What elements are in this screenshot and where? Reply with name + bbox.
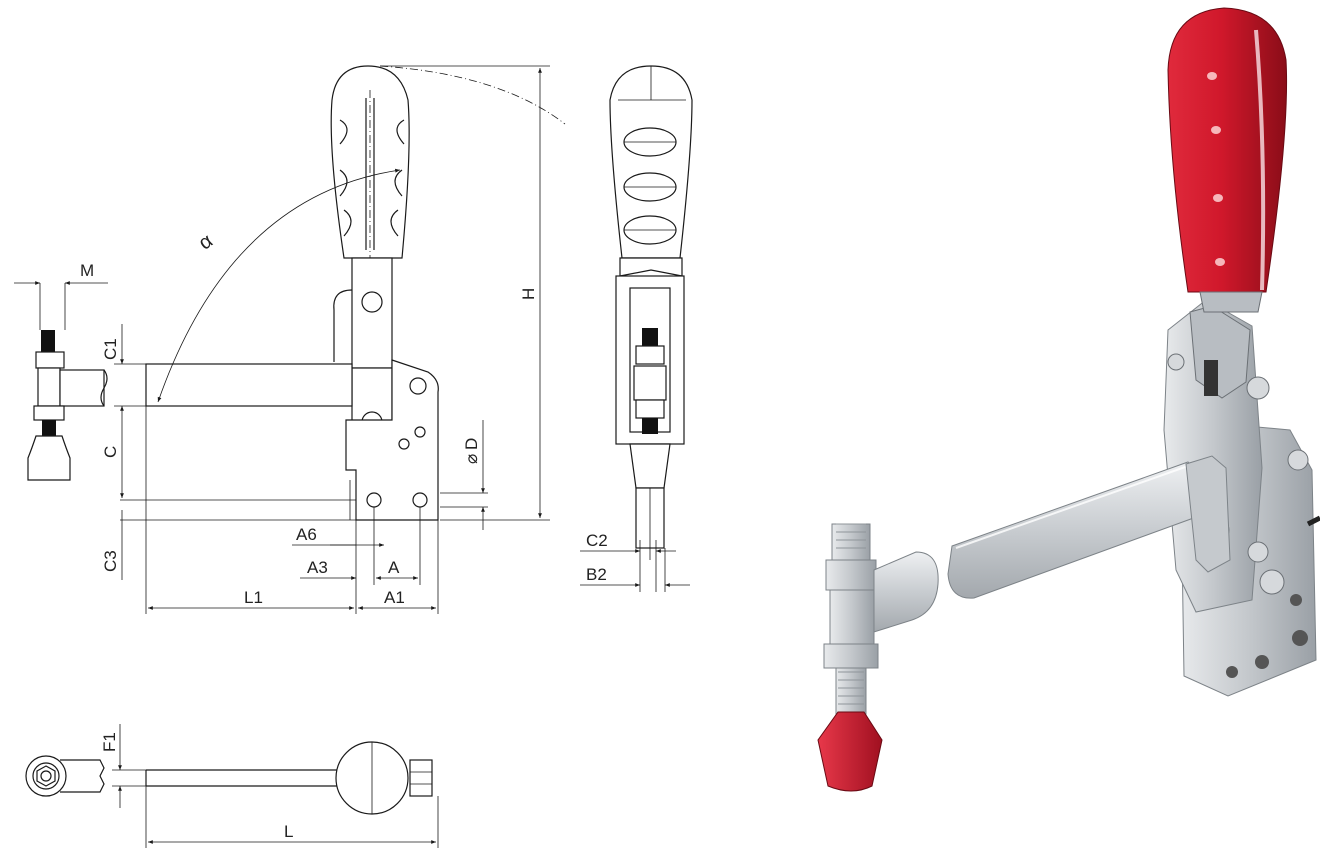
label-alpha: α: [195, 230, 217, 255]
label-C3: C3: [101, 550, 120, 572]
label-H: H: [519, 288, 538, 300]
clamp-top-view: [25, 724, 439, 848]
label-A3: A3: [307, 558, 328, 577]
label-D: D: [462, 438, 481, 450]
side-view-dimensions: [580, 540, 690, 592]
label-F1: F1: [100, 732, 119, 752]
label-B2: B2: [586, 565, 607, 584]
label-L: L: [284, 822, 293, 841]
label-C: C: [101, 446, 120, 458]
front-view-dimensions: [114, 65, 566, 614]
label-L1: L1: [244, 588, 263, 607]
label-A: A: [388, 558, 400, 577]
label-C1: C1: [101, 338, 120, 360]
label-M: M: [80, 261, 94, 280]
spindle-side-view: [14, 281, 108, 481]
clamp-product-render: [817, 7, 1320, 792]
clamp-side-view: [609, 65, 693, 560]
label-D-symbol: ⌀: [462, 454, 481, 464]
label-A1: A1: [384, 588, 405, 607]
label-A6: A6: [296, 525, 317, 544]
label-C2: C2: [586, 531, 608, 550]
dimension-labels: α M C1 C C3 H ⌀ D A6 A3 A L1 A1 C2 B2 F1…: [80, 230, 608, 841]
clamp-front-view: [120, 65, 439, 614]
